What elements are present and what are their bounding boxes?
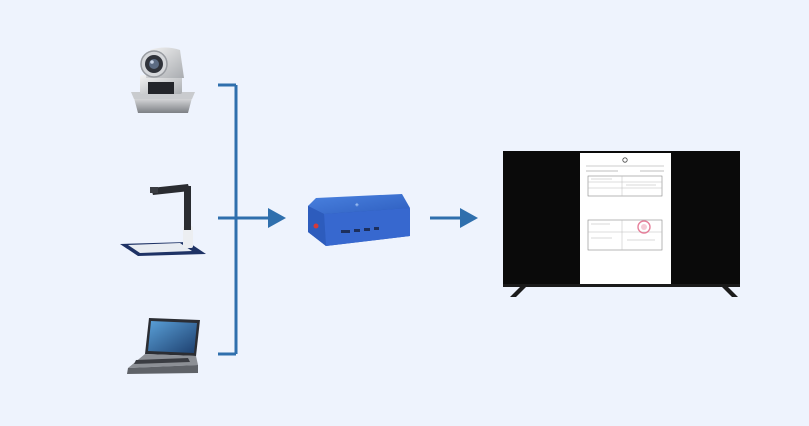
input-bracket-connector [218,83,286,356]
mini-pc-icon: ◈ [308,194,410,246]
output-arrow [430,208,478,228]
document-camera-icon [120,184,206,256]
svg-text:◈: ◈ [355,202,359,208]
ptz-camera-icon [131,47,195,113]
tv-icon [503,151,740,297]
document-preview-icon [580,153,671,284]
laptop-icon [127,318,200,374]
